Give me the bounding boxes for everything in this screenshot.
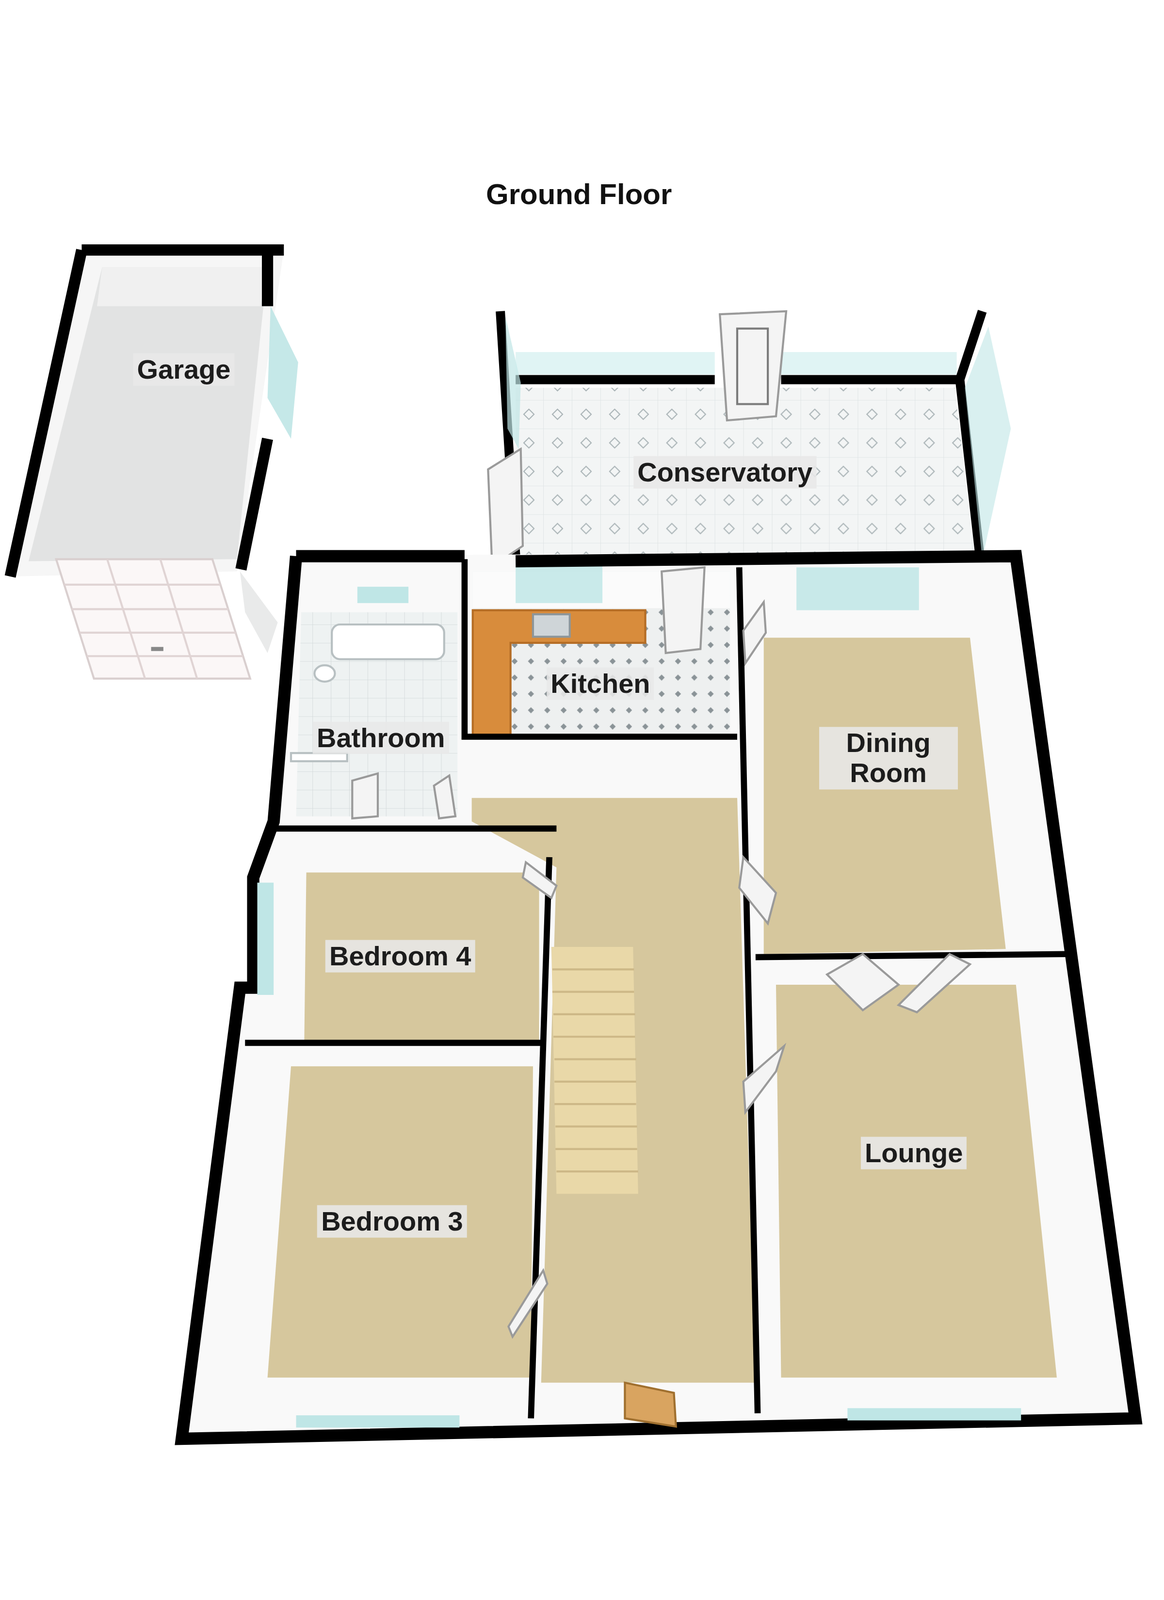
- room-area: Garage: [25, 260, 271, 567]
- room-area: Bedroom 4: [306, 872, 540, 1041]
- room-label: Bedroom 4: [325, 940, 476, 973]
- room-label: Dining Room: [819, 727, 958, 790]
- room-label: Lounge: [860, 1137, 967, 1170]
- room-label: Bathroom: [312, 721, 449, 755]
- room-area: Bedroom 3: [275, 1066, 531, 1378]
- room-area: Bathroom: [296, 571, 460, 817]
- room-area: Lounge: [776, 985, 1052, 1378]
- room-area: Conservatory: [515, 388, 955, 557]
- room-label: Kitchen: [546, 667, 654, 701]
- room-area: Kitchen: [472, 571, 731, 736]
- plan-title: Ground Floor: [485, 177, 672, 211]
- room-label: Garage: [132, 353, 235, 386]
- room-label: Conservatory: [633, 456, 817, 489]
- room-area: Dining Room: [763, 637, 999, 950]
- room-label: Bedroom 3: [317, 1205, 468, 1239]
